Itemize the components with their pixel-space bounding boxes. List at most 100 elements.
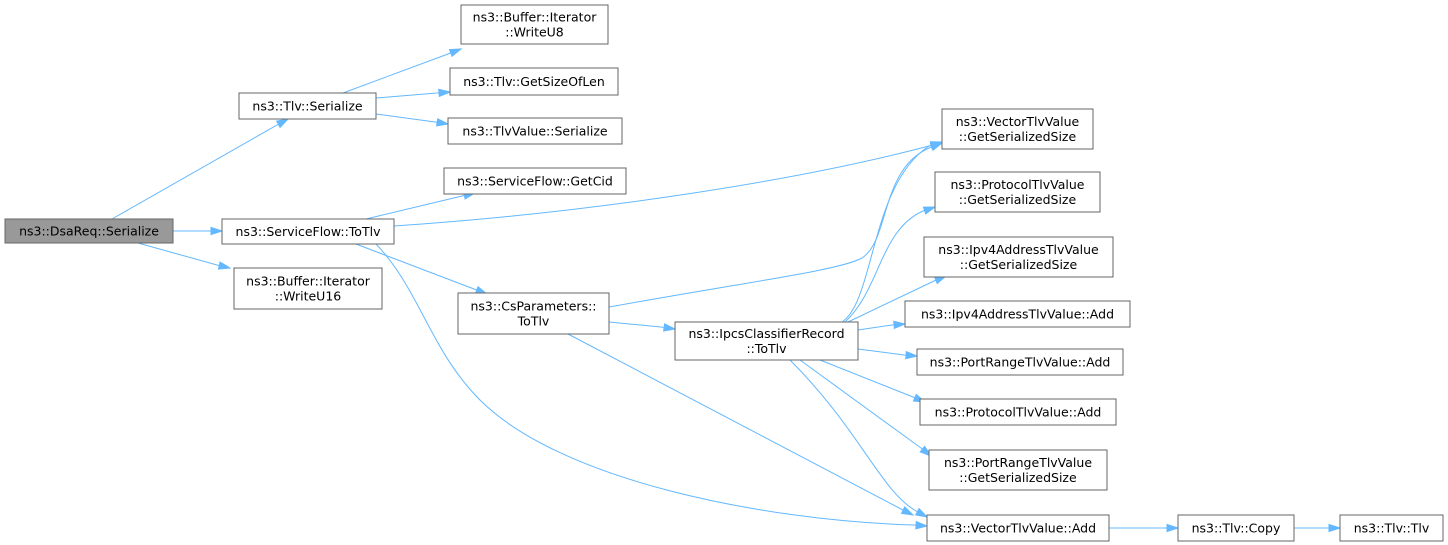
node-box	[934, 171, 1101, 213]
node-serviceflow-getcid[interactable]: ns3::ServiceFlow::GetCid	[443, 167, 627, 195]
node-label: ns3::ServiceFlow::GetCid	[457, 174, 613, 189]
edge-line	[393, 142, 943, 227]
edge-csparameters_totlv-to-ipcsclassifierrecord_totlv	[608, 321, 677, 332]
node-tlv-getsizeoflen[interactable]: ns3::Tlv::GetSizeOfLen	[449, 67, 619, 96]
node-box	[926, 514, 1110, 542]
call-graph-edges	[111, 48, 1342, 533]
call-graph-nodes: ns3::DsaReq::Serialize ns3::Tlv::Serializ…	[4, 4, 1444, 542]
node-label: ns3::PortRangeTlvValue	[944, 455, 1092, 470]
node-label: ns3::PortRangeTlvValue::Add	[930, 355, 1111, 370]
node-box	[1177, 514, 1295, 542]
node-label: ns3::ProtocolTlvValue::Add	[935, 405, 1102, 420]
edge-csparameters_totlv-to-vectortlvvalue_add	[567, 333, 915, 516]
node-label: ns3::ProtocolTlvValue	[950, 177, 1084, 192]
node-label: ::ToTlv	[746, 341, 787, 356]
node-portrangetlvvalue-getserializedsize[interactable]: ns3::PortRangeTlvValue::GetSerializedSiz…	[928, 449, 1108, 491]
node-label: ::GetSerializedSize	[959, 192, 1077, 207]
node-label: ::GetSerializedSize	[960, 257, 1078, 272]
edge-line	[365, 192, 476, 220]
edge-line	[137, 242, 231, 269]
edge-vectortlvvalue_add-to-tlv_copy	[1109, 523, 1180, 533]
node-box	[916, 348, 1124, 376]
node-box	[233, 267, 383, 310]
arrowhead-icon	[914, 507, 929, 518]
arrowhead-icon	[922, 206, 937, 215]
edge-tlv_serialize-to-tlvvalue_serialize	[375, 113, 450, 127]
node-label: ns3::ServiceFlow::ToTlv	[236, 224, 382, 239]
node-vectortlvvalue-getserializedsize[interactable]: ns3::VectorTlvValue::GetSerializedSize	[941, 108, 1094, 150]
node-label: ::GetSerializedSize	[959, 470, 1077, 485]
node-box	[449, 67, 619, 96]
edge-ipcsclassifierrecord_totlv-to-ipv4addresstlvvalue_add	[857, 320, 907, 331]
node-vectortlvvalue-add[interactable]: ns3::VectorTlvValue::Add	[926, 514, 1110, 542]
node-label: ns3::Buffer::Iterator	[246, 274, 371, 289]
edge-line	[844, 206, 936, 323]
node-label: ns3::VectorTlvValue::Add	[940, 521, 1096, 536]
edge-dsareq_serialize-to-serviceflow_totlv	[173, 226, 224, 236]
arrowhead-icon	[919, 445, 933, 458]
node-tlv-serialize[interactable]: ns3::Tlv::Serialize	[238, 92, 377, 120]
edge-serviceflow_totlv-to-vectortlvvalue_add	[375, 243, 929, 530]
node-label: ns3::Tlv::GetSizeOfLen	[463, 74, 605, 89]
edge-line	[799, 359, 932, 457]
arrowhead-icon	[929, 141, 944, 150]
node-tlvvalue-serialize[interactable]: ns3::TlvValue::Serialize	[447, 117, 623, 145]
node-serviceflow-totlv[interactable]: ns3::ServiceFlow::ToTlv	[221, 218, 395, 245]
node-protocoltlvvalue-add[interactable]: ns3::ProtocolTlvValue::Add	[919, 398, 1117, 426]
edge-line	[608, 142, 943, 308]
node-box	[941, 108, 1094, 150]
arrowhead-icon	[900, 506, 915, 516]
node-box	[238, 92, 377, 120]
arrowhead-icon	[217, 261, 232, 270]
node-tlv-tlv[interactable]: ns3::Tlv::Tlv	[1339, 514, 1444, 542]
edge-line	[819, 359, 926, 403]
edge-line	[789, 359, 928, 518]
node-buffer-iterator-writeu8[interactable]: ns3::Buffer::Iterator::WriteU8	[460, 4, 609, 45]
arrowhead-icon	[905, 350, 919, 360]
edge-ipcsclassifierrecord_totlv-to-portrangetlvvalue_add	[857, 348, 919, 360]
edge-ipcsclassifierrecord_totlv-to-protocoltlvvalue_add	[819, 359, 927, 403]
node-label: ns3::Buffer::Iterator	[473, 10, 598, 25]
edge-ipcsclassifierrecord_totlv-to-portrangetlvvalue_getserializedsize	[799, 359, 933, 458]
node-label: ns3::Ipv4AddressTlvValue	[938, 242, 1099, 257]
edge-ipcsclassifierrecord_totlv-to-vectortlvvalue_getserializedsize	[841, 141, 944, 323]
arrowhead-icon	[438, 88, 452, 98]
edge-dsareq_serialize-to-buffer_iterator_writeu16	[137, 242, 232, 270]
node-ipcsclassifierrecord-totlv[interactable]: ns3::IpcsClassifierRecord::ToTlv	[674, 321, 859, 361]
edge-dsareq_serialize-to-tlv_serialize	[111, 118, 290, 220]
node-label: ToTlv	[517, 314, 550, 329]
edge-line	[375, 243, 928, 527]
node-portrangetlvvalue-add[interactable]: ns3::PortRangeTlvValue::Add	[916, 348, 1124, 376]
node-box	[928, 449, 1108, 491]
edge-line	[111, 118, 289, 220]
node-dsareq-serialize[interactable]: ns3::DsaReq::Serialize	[4, 218, 174, 244]
node-box	[221, 218, 395, 245]
node-label: ns3::Tlv::Serialize	[252, 99, 362, 114]
node-box	[460, 4, 609, 45]
node-ipv4addresstlvvalue-getserializedsize[interactable]: ns3::Ipv4AddressTlvValue::GetSerializedS…	[923, 236, 1114, 278]
arrowhead-icon	[663, 323, 677, 332]
edge-tlv_copy-to-tlv_tlv	[1294, 523, 1342, 533]
node-label: ns3::DsaReq::Serialize	[19, 224, 159, 239]
arrowhead-icon	[210, 226, 224, 236]
edge-csparameters_totlv-to-vectortlvvalue_getserializedsize	[608, 142, 944, 308]
node-buffer-iterator-writeu16[interactable]: ns3::Buffer::Iterator::WriteU16	[233, 267, 383, 310]
node-box	[919, 398, 1117, 426]
node-label: ::GetSerializedSize	[959, 129, 1077, 144]
node-label: ::WriteU16	[275, 289, 342, 304]
arrowhead-icon	[1166, 523, 1180, 533]
edge-ipcsclassifierrecord_totlv-to-vectortlvvalue_add	[789, 359, 929, 518]
arrowhead-icon	[435, 118, 450, 127]
node-protocoltlvvalue-getserializedsize[interactable]: ns3::ProtocolTlvValue::GetSerializedSize	[934, 171, 1101, 213]
arrowhead-icon	[1328, 523, 1342, 533]
node-ipv4addresstlvvalue-add[interactable]: ns3::Ipv4AddressTlvValue::Add	[904, 300, 1131, 328]
node-box	[923, 236, 1114, 278]
node-tlv-copy[interactable]: ns3::Tlv::Copy	[1177, 514, 1295, 542]
node-box	[674, 321, 859, 361]
node-box	[447, 117, 623, 145]
arrowhead-icon	[275, 118, 290, 129]
edge-ipcsclassifierrecord_totlv-to-protocoltlvvalue_getserializedsize	[844, 206, 937, 323]
node-csparameters-totlv[interactable]: ns3::CsParameters::ToTlv	[457, 292, 610, 335]
node-box	[4, 218, 174, 244]
